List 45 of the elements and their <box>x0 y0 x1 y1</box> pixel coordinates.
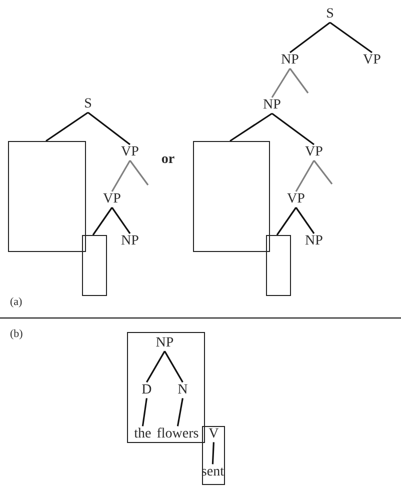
tree-branch <box>111 207 131 234</box>
bracket-box <box>266 235 291 296</box>
tree-label: N <box>178 382 188 398</box>
tree-branch <box>92 207 113 236</box>
tree-label: NP <box>305 234 323 248</box>
tree-branch <box>164 350 184 383</box>
tree-branch <box>295 160 315 192</box>
tree-branch <box>272 112 314 146</box>
conjunction-label: or <box>161 154 175 166</box>
tree-label: flowers <box>156 426 199 442</box>
bracket-box <box>127 332 205 443</box>
tree-label: VP <box>287 192 305 206</box>
panel-label: (a) <box>10 296 22 308</box>
bracket-box <box>8 141 86 252</box>
tree-label: S <box>326 6 334 22</box>
tree-branch <box>295 207 315 234</box>
tree-branch <box>212 442 214 464</box>
bracket-box <box>193 141 270 252</box>
tree-label: NP <box>263 98 281 112</box>
tree-branch <box>313 160 333 184</box>
tree-label: V <box>208 426 219 442</box>
tree-label: S <box>84 96 92 112</box>
tree-branch <box>290 22 330 54</box>
tree-branch <box>111 160 131 192</box>
tree-branch <box>276 207 297 236</box>
tree-branch <box>88 112 130 146</box>
tree-label: NP <box>156 335 174 350</box>
tree-branch <box>230 112 272 142</box>
tree-label: VP <box>121 144 139 160</box>
tree-label: the <box>134 426 152 442</box>
tree-branch <box>330 22 372 54</box>
tree-label: D <box>142 382 152 398</box>
tree-label: NP <box>281 52 299 68</box>
tree-label: NP <box>121 234 139 248</box>
tree-branch <box>129 160 149 186</box>
tree-branch <box>271 68 291 98</box>
bracket-box <box>82 235 107 296</box>
tree-branch <box>176 398 184 426</box>
panel-label: (b) <box>10 328 23 340</box>
tree-branch <box>146 350 166 383</box>
tree-branch <box>289 68 309 94</box>
tree-label: VP <box>363 52 381 68</box>
tree-branch <box>46 112 88 142</box>
tree-label: VP <box>103 192 121 206</box>
tree-label: VP <box>305 144 323 160</box>
